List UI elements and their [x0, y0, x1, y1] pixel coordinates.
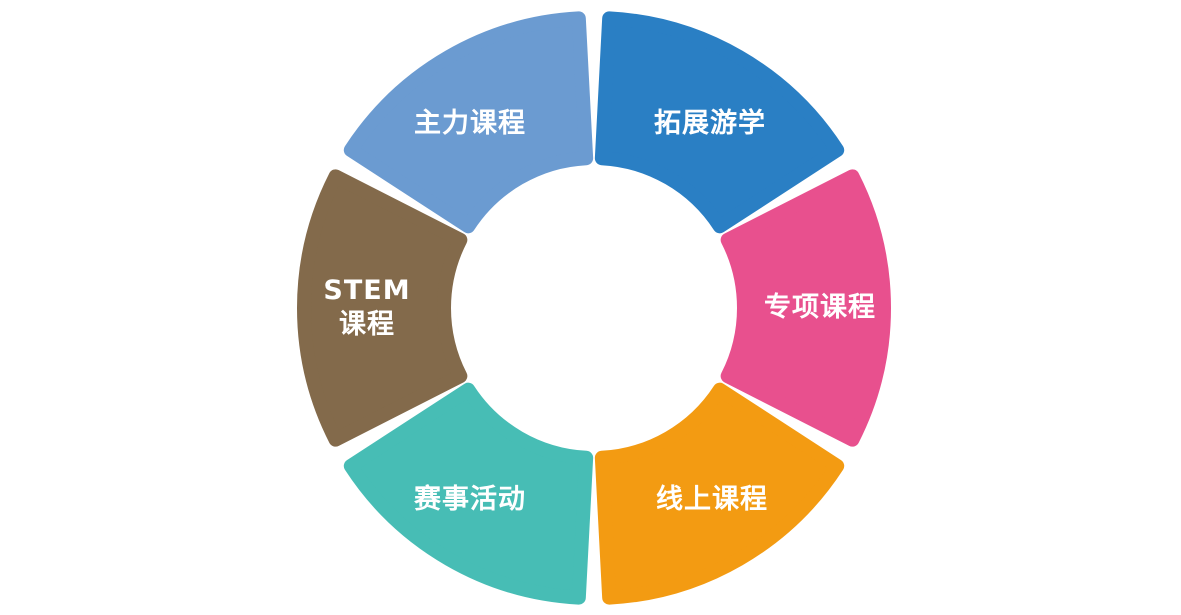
segment-label-online-courses: 线上课程	[656, 484, 768, 515]
segment-label-main-courses: 主力课程	[414, 108, 526, 139]
segment-label-stem-courses: STEM 课程	[323, 275, 411, 340]
segment-study-tour	[594, 11, 845, 234]
segment-special-courses	[720, 169, 891, 447]
segment-competitions	[343, 382, 594, 605]
segment-online-courses	[594, 382, 845, 605]
segment-stem-courses	[297, 169, 468, 447]
segment-label-competitions: 赛事活动	[414, 484, 526, 515]
segment-main-courses	[343, 11, 594, 234]
segment-label-study-tour: 拓展游学	[654, 108, 766, 139]
segment-label-special-courses: 专项课程	[764, 292, 876, 323]
